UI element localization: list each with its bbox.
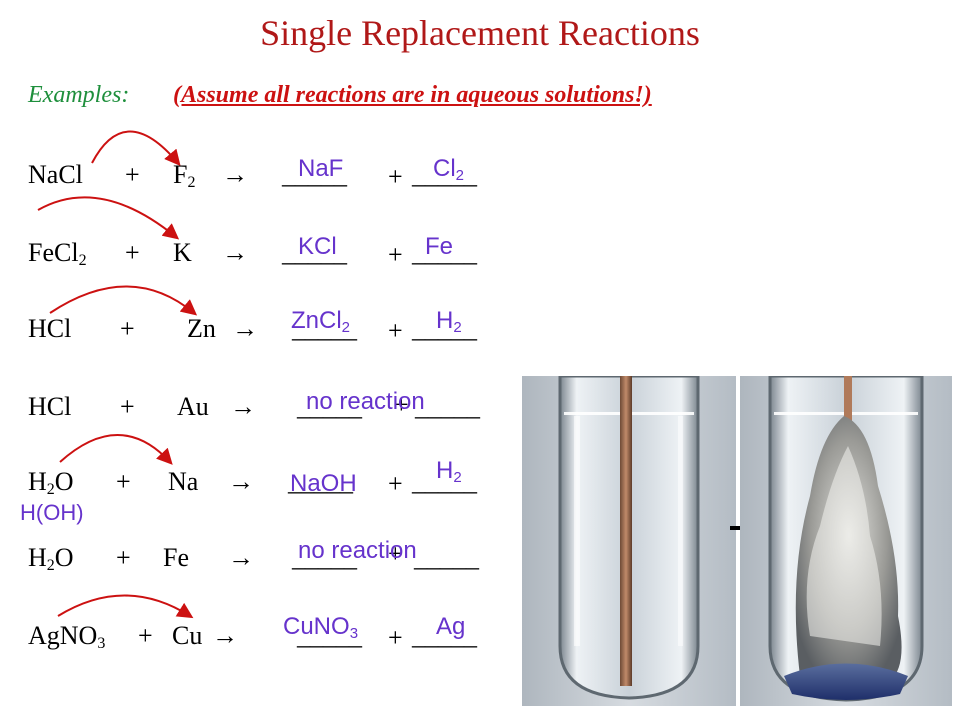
reaction-row: HCl + Zn → _____ + _____ ZnCl2 H2 — [0, 307, 520, 374]
reaction-row: NaCl + F2 → _____ + _____ NaF Cl2 — [0, 155, 520, 220]
answer-1: KCl — [298, 233, 337, 260]
answer-1: no reaction — [298, 537, 417, 564]
swap-arrows — [37, 130, 198, 619]
plus-sign: + — [388, 240, 403, 269]
reactant-1: H2O — [28, 543, 74, 574]
yields-arrow-icon: → — [212, 621, 238, 650]
blank-2: _____ — [412, 467, 477, 496]
answer-1: no reaction — [306, 388, 425, 415]
blank-2: _____ — [414, 543, 479, 572]
blank-1: _____ — [282, 238, 347, 267]
reactant-1: FeCl2 — [28, 238, 87, 269]
plus-sign: + — [125, 160, 140, 189]
blank-2: _____ — [412, 238, 477, 267]
blank-2: _____ — [415, 392, 480, 421]
reactant-1: H2O — [28, 467, 74, 498]
reactant-2: Na — [168, 467, 199, 496]
yields-arrow-icon: → — [230, 392, 256, 421]
examples-colon: : — [121, 82, 130, 108]
answer-1: NaOH — [290, 470, 357, 497]
yields-arrow-icon: → — [228, 543, 254, 572]
swap-arrow-5 — [59, 434, 173, 465]
answer-2: H2 — [436, 307, 462, 336]
reactant-2: Fe — [163, 543, 189, 572]
reactant-2: K — [173, 238, 192, 267]
reactant-1: NaCl — [28, 160, 83, 189]
reactant-2: F2 — [173, 160, 196, 191]
water-alt-formula: H(OH) — [20, 500, 84, 525]
swap-arrow-1 — [91, 130, 181, 167]
answer-1: NaF — [298, 155, 344, 182]
swap-arrow-2 — [37, 196, 180, 240]
reactant-2: Au — [177, 392, 209, 421]
reactant-1: AgNO3 — [28, 621, 106, 652]
examples-label-text: Examples — [28, 82, 122, 108]
yields-arrow-icon: → — [232, 314, 258, 343]
swap-arrow-3 — [49, 285, 198, 316]
reactant-1: HCl — [28, 314, 72, 343]
blank-1: _____ — [292, 314, 357, 343]
reaction-row: H2O + Na → _____ + _____ NaOH H2 H(OH) — [0, 457, 520, 527]
answer-2: H2 — [436, 457, 462, 486]
reactant-2: Zn — [187, 314, 216, 343]
reactant-2: Cu — [172, 621, 203, 650]
plus-sign: + — [138, 621, 153, 650]
yields-arrow-icon: → — [222, 238, 248, 267]
blank-2: _____ — [412, 621, 477, 650]
swap-arrow-7 — [57, 594, 194, 619]
plus-sign: + — [388, 539, 403, 568]
photo-after — [740, 376, 952, 706]
blank-1: _____ — [282, 160, 347, 189]
reaction-row: FeCl2 + K → _____ + _____ KCl Fe — [0, 233, 520, 298]
yields-arrow-icon: → — [228, 467, 254, 496]
blank-2: _____ — [412, 314, 477, 343]
reaction-row: HCl + Au → _____ + _____ no reaction — [0, 388, 520, 452]
answer-2: Cl2 — [433, 155, 465, 184]
blank-1: _____ — [297, 392, 362, 421]
answer-2: Fe — [425, 233, 454, 260]
plus-sign: + — [120, 314, 135, 343]
plus-sign: + — [388, 162, 403, 191]
page-title: Single Replacement Reactions — [260, 13, 700, 53]
plus-sign: + — [388, 623, 403, 652]
plus-sign: + — [120, 392, 135, 421]
plus-sign: + — [388, 469, 403, 498]
answer-2: Ag — [436, 613, 466, 640]
photo-before — [522, 376, 736, 706]
reaction-row: AgNO3 + Cu → _____ + _____ CuNO3 Ag — [0, 613, 520, 681]
plus-sign: + — [394, 390, 409, 419]
aqueous-note: (Assume all reactions are in aqueous sol… — [173, 82, 652, 108]
blank-2: _____ — [412, 160, 477, 189]
plus-sign: + — [125, 238, 140, 267]
reactant-1: HCl — [28, 392, 72, 421]
plus-sign: + — [388, 316, 403, 345]
yields-arrow-icon: → — [222, 160, 248, 189]
blank-1: _____ — [288, 467, 353, 496]
answer-1: ZnCl2 — [291, 307, 351, 336]
blank-1: _____ — [297, 621, 362, 650]
reaction-row: H2O + Fe → _____ + _____ no reaction — [0, 537, 520, 603]
answer-1: CuNO3 — [283, 613, 359, 642]
examples-label: Examples: — [28, 82, 129, 109]
plus-sign: + — [116, 467, 131, 496]
plus-sign: + — [116, 543, 131, 572]
blank-1: _____ — [292, 543, 357, 572]
